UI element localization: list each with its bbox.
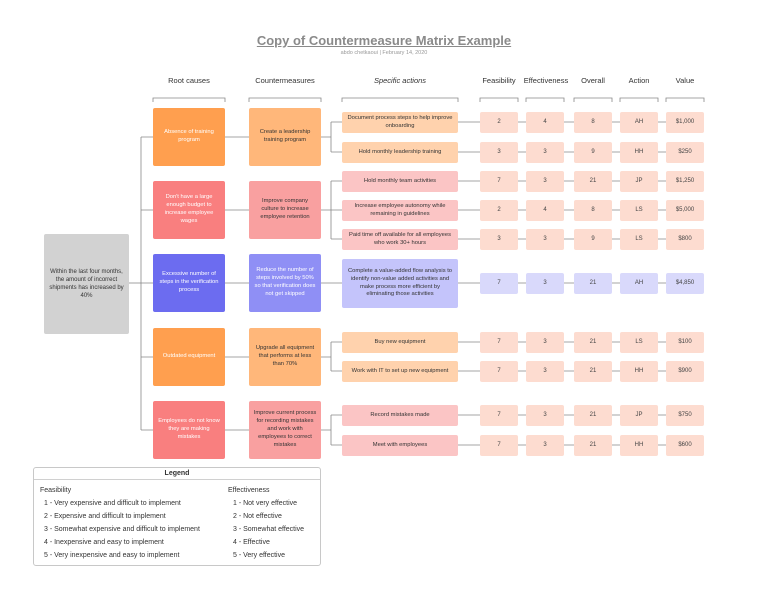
header-value: Value: [675, 76, 695, 85]
effectiveness-cell: 3: [526, 273, 564, 294]
overall-cell: 8: [574, 200, 612, 221]
action-box: Hold monthly leadership training: [342, 142, 458, 163]
owner-cell: JP: [620, 405, 658, 426]
legend-effectiveness-item: 4 - Effective: [233, 539, 270, 546]
overall-cell: 8: [574, 112, 612, 133]
legend-effectiveness-title: Effectiveness: [228, 487, 270, 494]
feasibility-cell: 7: [480, 332, 518, 353]
header-specific-actions: Specific actions: [373, 76, 427, 85]
value-cell: $1,000: [666, 112, 704, 133]
action-box: Complete a value-added flow analysis to …: [342, 259, 458, 308]
countermeasure-box: Reduce the number of steps involved by 5…: [249, 254, 321, 312]
feasibility-cell: 7: [480, 171, 518, 192]
header-action: Action: [628, 76, 650, 85]
overall-cell: 21: [574, 405, 612, 426]
feasibility-cell: 2: [480, 112, 518, 133]
value-cell: $900: [666, 361, 704, 382]
value-cell: $100: [666, 332, 704, 353]
legend-effectiveness-item: 1 - Not very effective: [233, 500, 298, 507]
countermeasure-box: Create a leadership training program: [249, 108, 321, 166]
action-box: Work with IT to set up new equipment: [342, 361, 458, 382]
effectiveness-cell: 3: [526, 361, 564, 382]
overall-cell: 21: [574, 273, 612, 294]
action-box: Paid time off available for all employee…: [342, 229, 458, 250]
legend-feasibility-item: 4 - Inexpensive and easy to implement: [44, 539, 164, 546]
page-title: Copy of Countermeasure Matrix Example: [256, 33, 512, 48]
overall-cell: 21: [574, 332, 612, 353]
legend-title: Legend: [164, 470, 190, 477]
feasibility-cell: 2: [480, 200, 518, 221]
value-cell: $5,000: [666, 200, 704, 221]
problem-statement: Within the last four months, the amount …: [44, 234, 129, 334]
owner-cell: LS: [620, 200, 658, 221]
action-box: Meet with employees: [342, 435, 458, 456]
legend-effectiveness-item: 5 - Very effective: [233, 552, 286, 559]
legend-feasibility-item: 2 - Expensive and difficult to implement: [44, 513, 166, 520]
root-cause-box: Excessive number of steps in the verific…: [153, 254, 225, 312]
value-cell: $800: [666, 229, 704, 250]
feasibility-cell: 7: [480, 273, 518, 294]
overall-cell: 21: [574, 361, 612, 382]
header-overall: Overall: [581, 76, 605, 85]
action-box: Document process steps to help improve o…: [342, 112, 458, 133]
legend-effectiveness-item: 2 - Not effective: [233, 513, 282, 520]
legend-feasibility-item: 3 - Somewhat expensive and difficult to …: [44, 526, 200, 533]
legend: Legend Feasibility 1 - Very expensive an…: [33, 467, 321, 566]
effectiveness-cell: 3: [526, 435, 564, 456]
effectiveness-cell: 4: [526, 112, 564, 133]
owner-cell: LS: [620, 332, 658, 353]
feasibility-cell: 7: [480, 361, 518, 382]
countermeasure-box: Improve current process for recording mi…: [249, 401, 321, 459]
effectiveness-cell: 3: [526, 171, 564, 192]
root-cause-box: Outdated equipment: [153, 328, 225, 386]
header-root-causes: Root causes: [168, 76, 210, 85]
header-feasibility: Feasibility: [482, 76, 516, 85]
action-box: Buy new equipment: [342, 332, 458, 353]
feasibility-cell: 7: [480, 435, 518, 456]
effectiveness-cell: 3: [526, 142, 564, 163]
overall-cell: 9: [574, 229, 612, 250]
owner-cell: HH: [620, 435, 658, 456]
page-subtitle: abdo chetkaoui | February 14, 2020: [340, 50, 428, 56]
header-countermeasures: Countermeasures: [255, 76, 315, 85]
root-cause-box: Absence of training program: [153, 108, 225, 166]
feasibility-cell: 3: [480, 229, 518, 250]
effectiveness-cell: 3: [526, 332, 564, 353]
owner-cell: AH: [620, 112, 658, 133]
overall-cell: 21: [574, 435, 612, 456]
feasibility-cell: 7: [480, 405, 518, 426]
legend-effectiveness-item: 3 - Somewhat effective: [233, 526, 305, 533]
feasibility-cell: 3: [480, 142, 518, 163]
owner-cell: HH: [620, 361, 658, 382]
action-box: Hold monthly team activities: [342, 171, 458, 192]
legend-feasibility-item: 5 - Very inexpensive and easy to impleme…: [44, 552, 180, 559]
value-cell: $4,850: [666, 273, 704, 294]
effectiveness-cell: 3: [526, 405, 564, 426]
effectiveness-cell: 3: [526, 229, 564, 250]
value-cell: $600: [666, 435, 704, 456]
root-cause-box: Don't have a large enough budget to incr…: [153, 181, 225, 239]
owner-cell: LS: [620, 229, 658, 250]
root-cause-box: Employees do not know they are making mi…: [153, 401, 225, 459]
header-effectiveness: Effectiveness: [523, 76, 569, 85]
value-cell: $250: [666, 142, 704, 163]
value-cell: $1,250: [666, 171, 704, 192]
value-cell: $750: [666, 405, 704, 426]
countermeasure-box: Improve company culture to increase empl…: [249, 181, 321, 239]
overall-cell: 9: [574, 142, 612, 163]
owner-cell: HH: [620, 142, 658, 163]
owner-cell: JP: [620, 171, 658, 192]
legend-divider: [34, 479, 320, 480]
action-box: Increase employee autonomy while remaini…: [342, 200, 458, 221]
legend-feasibility-item: 1 - Very expensive and difficult to impl…: [44, 500, 181, 507]
overall-cell: 21: [574, 171, 612, 192]
action-box: Record mistakes made: [342, 405, 458, 426]
countermeasure-box: Upgrade all equipment that performs at l…: [249, 328, 321, 386]
effectiveness-cell: 4: [526, 200, 564, 221]
owner-cell: AH: [620, 273, 658, 294]
legend-feasibility-title: Feasibility: [40, 487, 72, 494]
